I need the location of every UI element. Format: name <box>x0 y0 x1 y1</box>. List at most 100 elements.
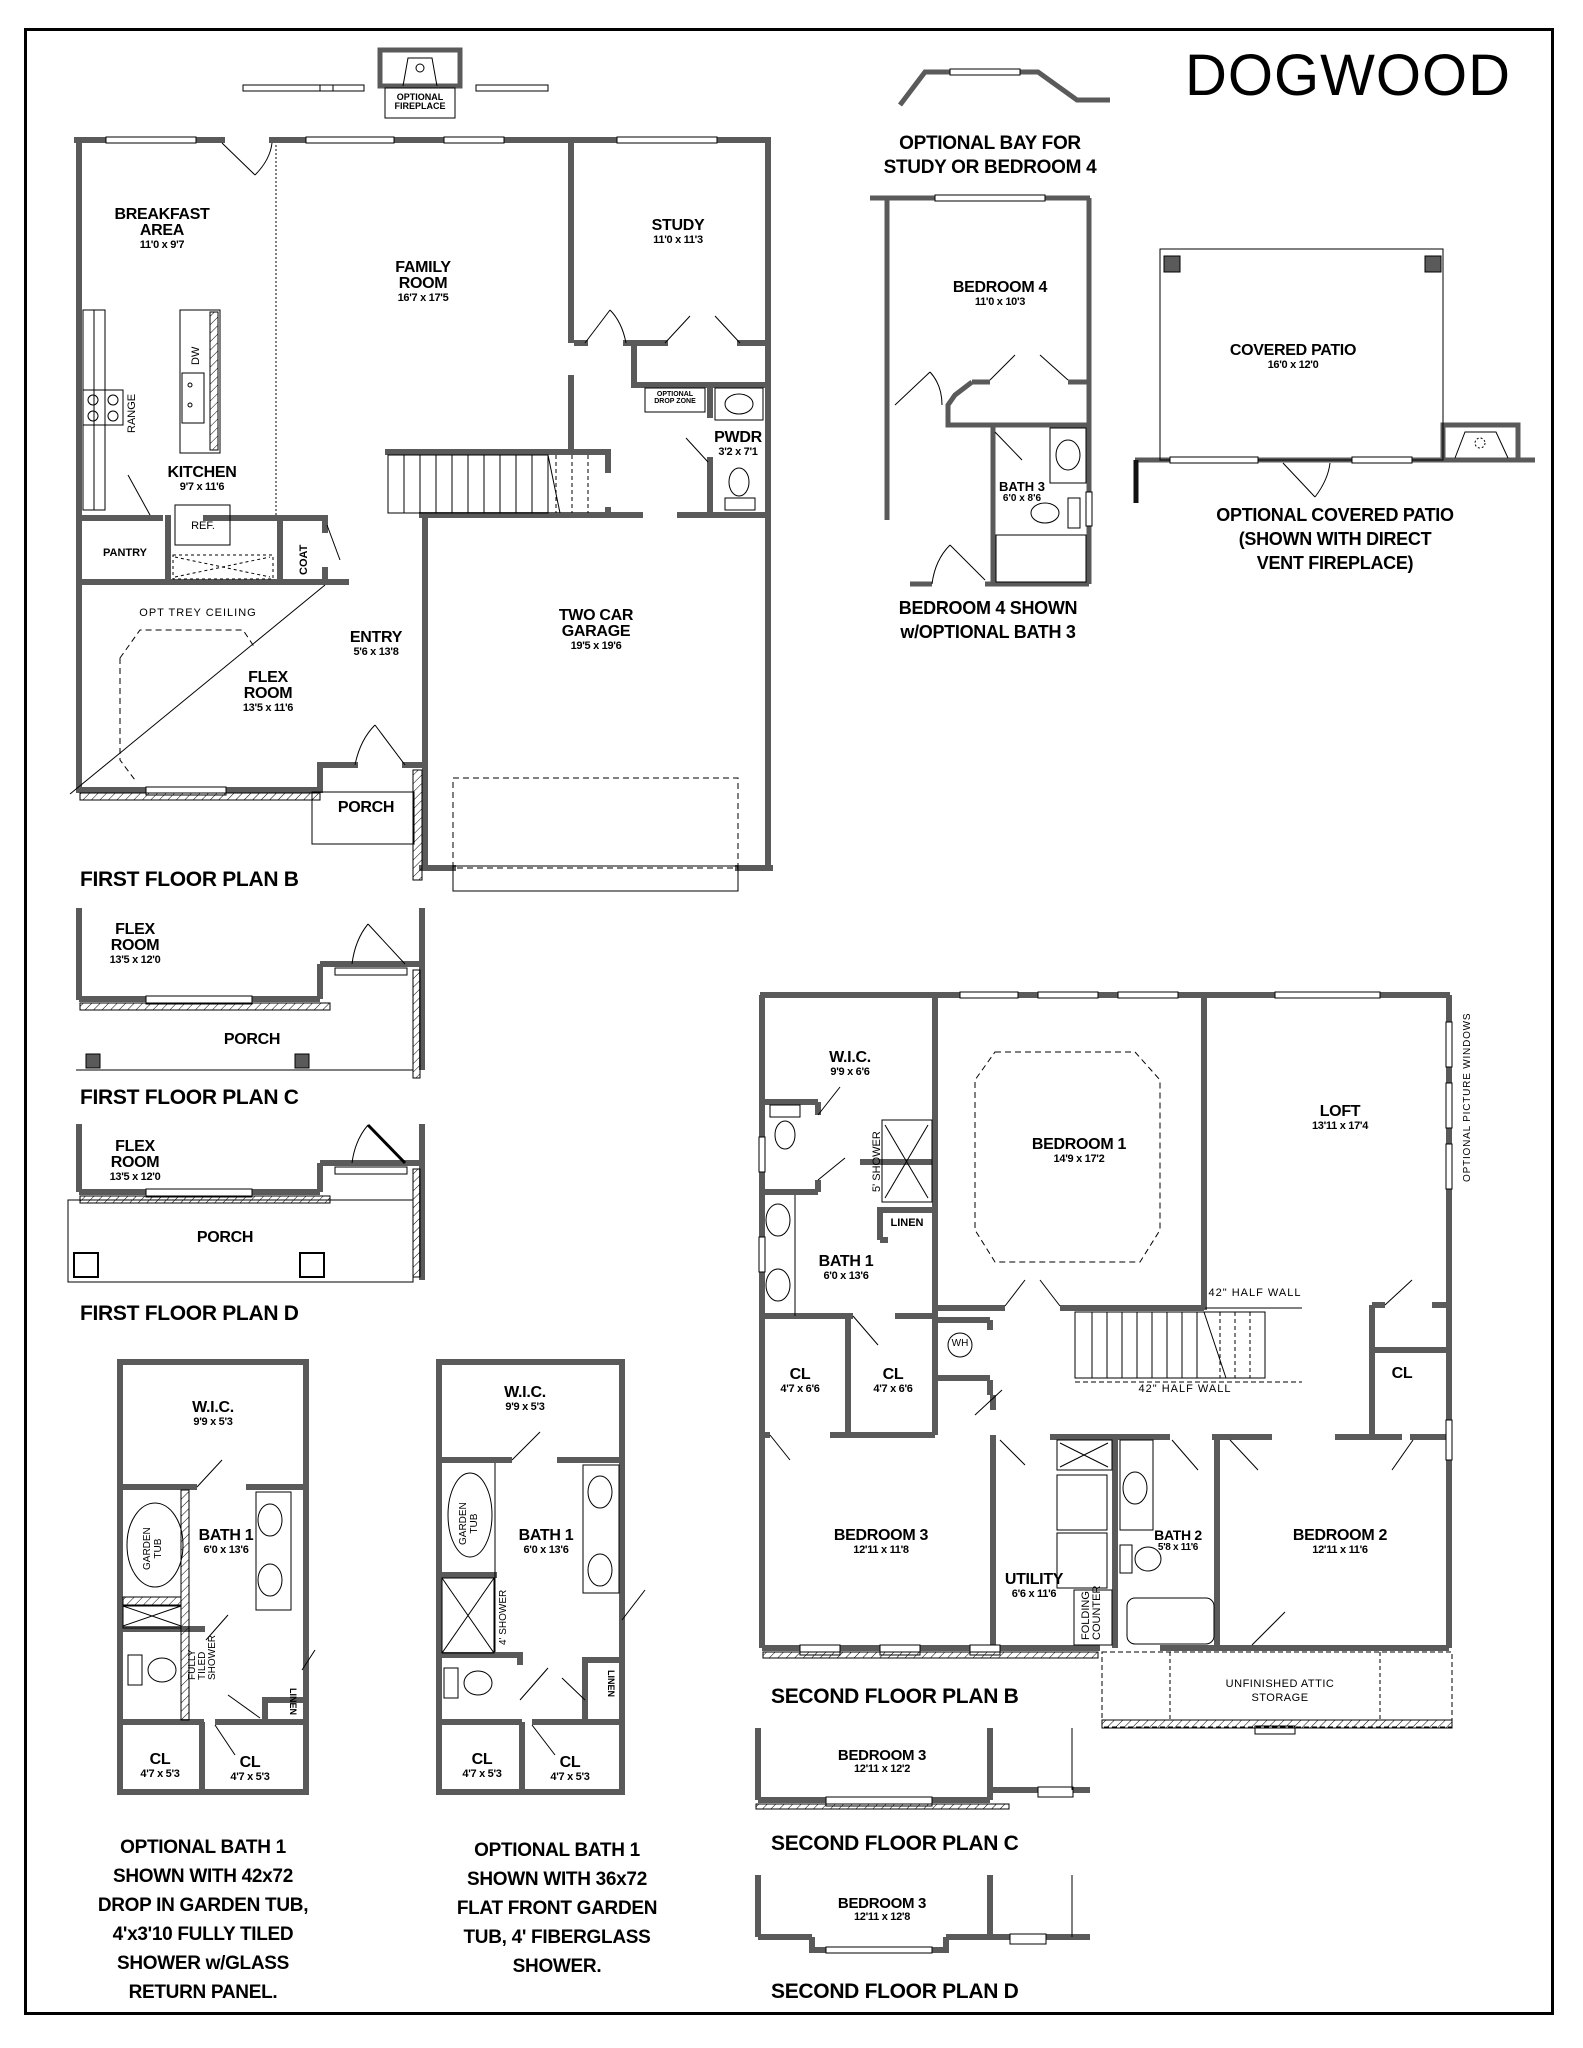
room-name: BEDROOM 3 <box>837 1895 927 1912</box>
room-bedroom-2: BEDROOM 2 12'11 x 11'6 <box>1293 1528 1388 1556</box>
label-line: OPTIONAL <box>396 92 444 102</box>
caption-line: OPTIONAL BATH 1 <box>474 1840 640 1861</box>
range-label: RANGE <box>126 393 138 433</box>
caption-line: SHOWER w/GLASS <box>116 1953 290 1974</box>
room-name: KITCHEN <box>167 464 237 481</box>
plan-title-first-floor-b: FIRST FLOOR PLAN B <box>80 868 299 891</box>
room-name: PWDR <box>714 429 762 446</box>
caption-line: OPTIONAL BATH 1 <box>120 1837 286 1858</box>
room-bath-3: BATH 3 6'0 x 8'6 <box>999 480 1045 504</box>
room-name: LOFT <box>1319 1103 1361 1120</box>
room-name: BATH 3 <box>999 479 1045 494</box>
room-name: CL <box>559 1754 581 1771</box>
caption-line: SHOWER. <box>512 1956 602 1977</box>
room-entry: ENTRY 5'6 x 13'8 <box>350 630 402 658</box>
room-name: W.I.C. <box>192 1399 234 1416</box>
room-closet-a1: CL 4'7 x 5'3 <box>140 1752 180 1780</box>
room-covered-patio: COVERED PATIO 16'0 x 12'0 <box>1230 343 1356 371</box>
room-name: ROOM <box>110 937 160 954</box>
room-name: BEDROOM 3 <box>837 1747 927 1764</box>
room-dimensions: 16'0 x 12'0 <box>1267 359 1319 371</box>
room-dimensions: 12'11 x 12'2 <box>853 1763 911 1775</box>
room-name: ROOM <box>243 685 293 702</box>
room-dimensions: 5'6 x 13'8 <box>353 646 399 658</box>
room-name: STUDY <box>651 217 705 234</box>
room-closet-a2: CL 4'7 x 5'3 <box>230 1755 270 1783</box>
label-line: COUNTER <box>1091 1585 1103 1640</box>
room-bedroom-3: BEDROOM 3 12'11 x 11'8 <box>834 1528 929 1556</box>
room-name: FLEX <box>115 921 155 938</box>
room-dimensions: 9'7 x 11'6 <box>179 481 225 493</box>
room-dimensions: 4'7 x 5'3 <box>462 1768 502 1780</box>
room-wic-option-b: W.I.C. 9'9 x 5'3 <box>504 1385 546 1413</box>
caption-line: STUDY OR BEDROOM 4 <box>883 157 1097 178</box>
fully-tiled-shower-label: FULLY TILED SHOWER <box>187 1635 218 1680</box>
room-dimensions: 9'9 x 6'6 <box>830 1066 870 1078</box>
covered-patio-caption: OPTIONAL COVERED PATIO (SHOWN WITH DIREC… <box>1216 503 1454 575</box>
room-name: TWO CAR <box>558 607 634 624</box>
room-name: UTILITY <box>1004 1571 1064 1588</box>
room-dimensions: 6'0 x 8'6 <box>1002 493 1042 504</box>
room-dimensions: 12'11 x 11'8 <box>853 1544 909 1556</box>
room-utility: UTILITY 6'6 x 11'6 <box>1004 1571 1064 1600</box>
room-porch-c: PORCH <box>223 1031 281 1048</box>
room-dimensions: 6'6 x 11'6 <box>1011 1588 1057 1600</box>
label-line: SHOWER <box>207 1635 218 1680</box>
room-dimensions: 13'5 x 11'6 <box>242 702 294 714</box>
room-bedroom-1: BEDROOM 1 14'9 x 17'2 <box>1031 1136 1127 1165</box>
room-loft: LOFT 13'11 x 17'4 <box>1312 1104 1368 1132</box>
room-dimensions: 11'0 x 11'3 <box>653 234 703 246</box>
room-name: BEDROOM 1 <box>1031 1136 1127 1153</box>
bedroom-4-caption: BEDROOM 4 SHOWN w/OPTIONAL BATH 3 <box>899 596 1078 644</box>
plan-title-first-floor-d: FIRST FLOOR PLAN D <box>80 1302 299 1325</box>
label-line: GARDEN <box>458 1502 469 1545</box>
room-name: ROOM <box>110 1154 160 1171</box>
room-name: CL <box>882 1366 904 1383</box>
room-dimensions: 11'0 x 10'3 <box>974 296 1026 308</box>
optional-bath-b-caption: OPTIONAL BATH 1 SHOWN WITH 36x72 FLAT FR… <box>457 1836 658 1981</box>
five-foot-shower-label: 5' SHOWER <box>871 1131 883 1192</box>
linen-closet-label: LINEN <box>890 1217 924 1229</box>
caption-line: SHOWN WITH 42x72 <box>113 1866 293 1887</box>
plan-title-second-floor-c: SECOND FLOOR PLAN C <box>771 1832 1019 1855</box>
optional-bay-caption: OPTIONAL BAY FOR STUDY OR BEDROOM 4 <box>884 132 1097 180</box>
room-closet-b1: CL 4'7 x 5'3 <box>462 1752 502 1780</box>
caption-line: w/OPTIONAL BATH 3 <box>900 622 1076 642</box>
garden-tub-label-b: GARDEN TUB <box>458 1502 480 1545</box>
label-line: UNFINISHED ATTIC <box>1225 1678 1335 1690</box>
opt-trey-ceiling-label: OPT TREY CEILING <box>139 607 257 619</box>
room-dimensions: 9'9 x 5'3 <box>193 1416 233 1428</box>
optional-picture-windows-label: OPTIONAL PICTURE WINDOWS <box>1462 1012 1473 1182</box>
optional-drop-zone-label: OPTIONAL DROP ZONE <box>654 391 696 405</box>
plan-title-second-floor-b: SECOND FLOOR PLAN B <box>771 1685 1019 1708</box>
room-dimensions: 16'7 x 17'5 <box>397 292 449 304</box>
room-name: BEDROOM 4 <box>952 279 1048 296</box>
water-heater-label: WH <box>951 1338 969 1349</box>
room-dimensions: 12'11 x 11'6 <box>1312 1544 1368 1556</box>
plan-title-second-floor-d: SECOND FLOOR PLAN D <box>771 1980 1019 2003</box>
room-dimensions: 19'5 x 19'6 <box>570 640 622 652</box>
room-name: FLEX <box>115 1138 155 1155</box>
room-name: BATH 1 <box>198 1527 254 1544</box>
caption-line: VENT FIREPLACE) <box>1256 553 1414 573</box>
caption-line: BEDROOM 4 SHOWN <box>898 598 1078 618</box>
label-line: TUB <box>469 1513 480 1534</box>
room-closet-1: CL 4'7 x 6'6 <box>780 1367 820 1395</box>
room-dimensions: 5'8 x 11'6 <box>1157 1542 1199 1553</box>
sheet-border <box>24 28 1554 2015</box>
room-dimensions: 4'7 x 5'3 <box>230 1771 270 1783</box>
room-porch: PORCH <box>337 799 395 816</box>
room-dimensions: 13'5 x 12'0 <box>109 1171 161 1183</box>
caption-line: OPTIONAL COVERED PATIO <box>1216 505 1454 525</box>
room-dimensions: 4'7 x 5'3 <box>140 1768 180 1780</box>
room-name: W.I.C. <box>829 1049 871 1066</box>
room-wic: W.I.C. 9'9 x 6'6 <box>829 1050 871 1078</box>
label-line: FIREPLACE <box>394 101 446 111</box>
half-wall-top-label: 42" HALF WALL <box>1208 1287 1302 1299</box>
room-dimensions: 3'2 x 7'1 <box>718 446 758 458</box>
room-dimensions: 6'0 x 13'6 <box>823 1270 869 1282</box>
unfinished-attic-storage-label: UNFINISHED ATTIC STORAGE <box>1226 1677 1335 1705</box>
room-dimensions: 11'0 x 9'7 <box>139 239 185 251</box>
room-closet-2: CL 4'7 x 6'6 <box>873 1366 913 1395</box>
